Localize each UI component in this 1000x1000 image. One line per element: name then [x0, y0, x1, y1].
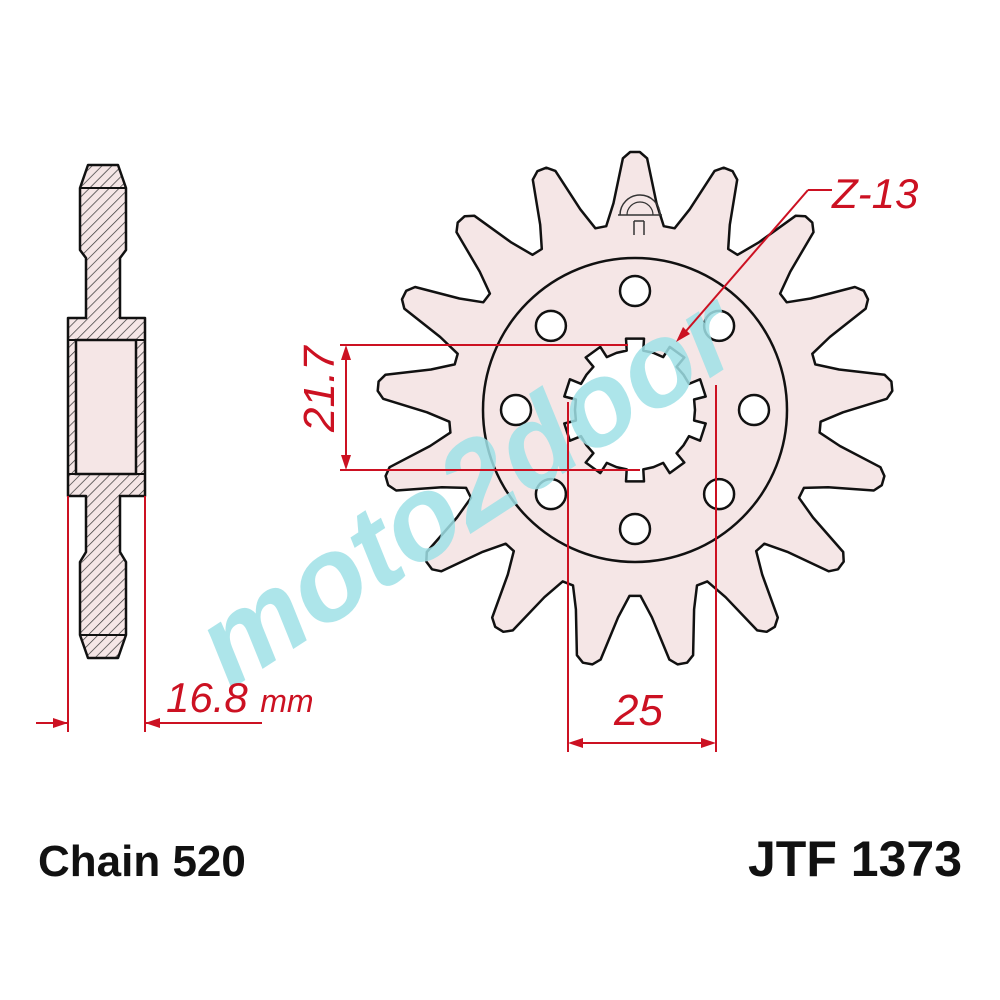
spline-height-label: 21.7 — [295, 345, 344, 433]
teeth-count-label: Z-13 — [831, 170, 918, 217]
dimension-annotations — [36, 189, 832, 752]
offset-value: 16.8 — [166, 674, 248, 721]
offset-label: 16.8 mm — [166, 674, 314, 721]
splined-bore — [563, 337, 707, 483]
bolt-hole — [702, 477, 736, 511]
side-view-bore — [74, 338, 138, 476]
bolt-holes — [499, 274, 771, 546]
chain-size-label: Chain 520 — [38, 837, 246, 886]
offset-unit: mm — [260, 683, 313, 719]
bolt-hole — [737, 393, 771, 427]
arrow-right-icon — [53, 718, 68, 728]
sprocket-side-view — [66, 163, 147, 660]
bolt-hole — [534, 309, 568, 343]
sprocket-pitch-circle — [481, 256, 789, 564]
maker-emblem-icon — [618, 194, 662, 235]
bolt-hole — [618, 274, 652, 308]
teeth-leader-line — [679, 189, 809, 339]
bolt-hole — [499, 393, 533, 427]
sprocket-front-view — [376, 150, 894, 666]
arrow-left-icon — [568, 738, 583, 748]
arrow-right-icon — [701, 738, 716, 748]
spline-width-label: 25 — [613, 686, 663, 735]
bolt-hole — [618, 512, 652, 546]
arrow-leader-icon — [676, 327, 690, 342]
bolt-hole — [702, 309, 736, 343]
part-number-label: JTF 1373 — [748, 831, 962, 887]
arrow-down-icon — [341, 455, 351, 470]
arrow-up-icon — [341, 345, 351, 360]
arrow-left-icon — [145, 718, 160, 728]
bolt-hole — [534, 477, 568, 511]
